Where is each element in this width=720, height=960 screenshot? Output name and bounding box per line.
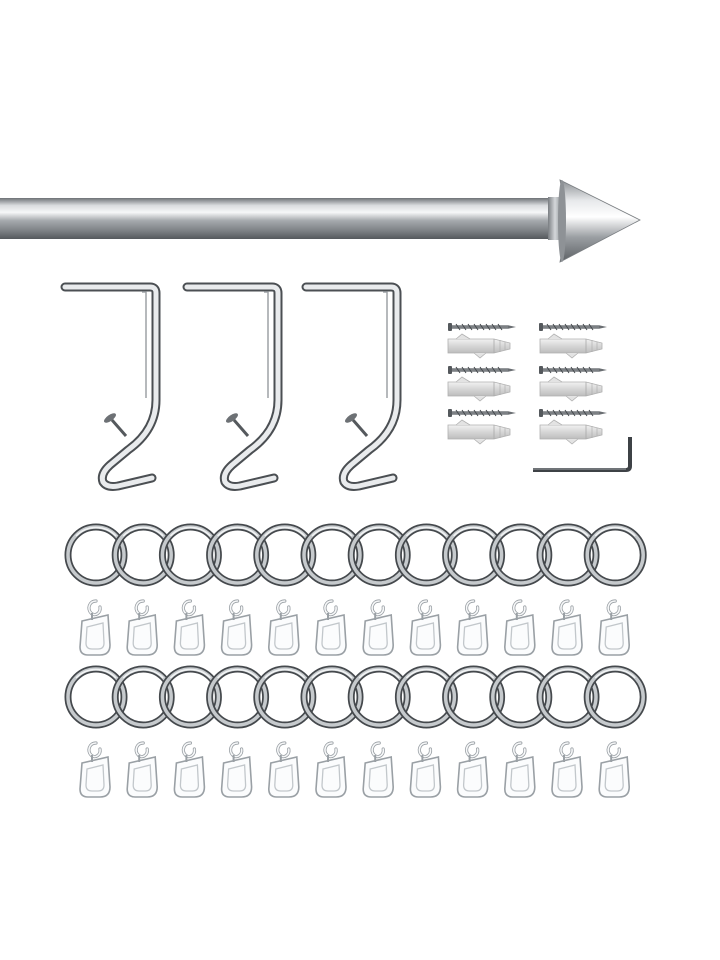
glider-hook <box>314 741 348 799</box>
bracket <box>65 287 156 487</box>
glider-hook <box>550 741 584 799</box>
curtain-rod <box>0 179 641 263</box>
glider-hook <box>78 599 112 657</box>
glider-hook <box>361 741 395 799</box>
bracket <box>306 287 397 487</box>
glider-hook <box>408 741 442 799</box>
glider-hook <box>220 599 254 657</box>
glider-hook <box>456 599 490 657</box>
screw <box>447 322 517 332</box>
glider-hook <box>267 741 301 799</box>
glider-hook <box>597 599 631 657</box>
wall-plug <box>539 376 603 402</box>
glider-hook <box>125 741 159 799</box>
glider-hook <box>361 599 395 657</box>
bracket-group <box>65 287 397 487</box>
screw <box>447 408 517 418</box>
wall-plug <box>539 333 603 359</box>
wall-plug <box>447 333 511 359</box>
glider-hook <box>550 599 584 657</box>
wall-plug <box>447 419 511 445</box>
glider-hook <box>597 741 631 799</box>
fastener-group <box>447 322 608 445</box>
glider-hook <box>408 599 442 657</box>
wall-plug <box>447 376 511 402</box>
glider-hook <box>125 599 159 657</box>
glider-hook <box>172 741 206 799</box>
bracket <box>187 287 278 487</box>
glider-hook <box>503 741 537 799</box>
wall-plug <box>539 419 603 445</box>
cone-finial <box>559 179 641 263</box>
glider-hook <box>172 599 206 657</box>
glider-hook <box>503 599 537 657</box>
glider-hook <box>220 741 254 799</box>
screw <box>538 408 608 418</box>
screw <box>538 322 608 332</box>
screw <box>538 365 608 375</box>
glider-hook <box>267 599 301 657</box>
glider-hook <box>456 741 490 799</box>
glider-hook <box>78 741 112 799</box>
glider-hook <box>314 599 348 657</box>
allen-key <box>533 437 632 472</box>
screw <box>447 365 517 375</box>
